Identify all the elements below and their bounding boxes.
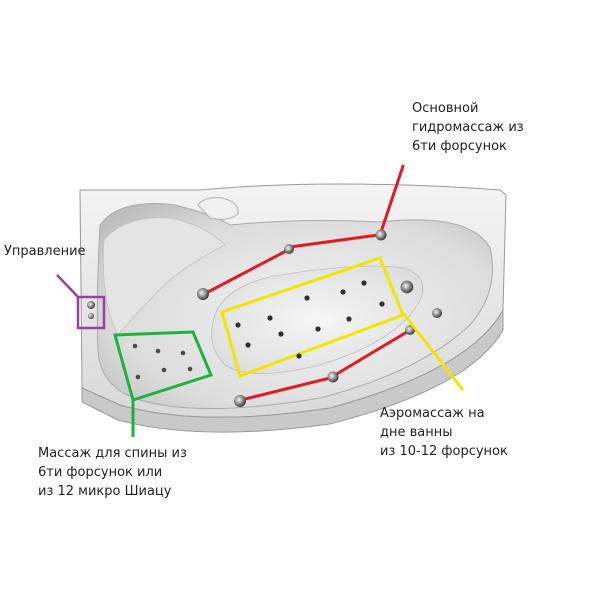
control-knob-icon (88, 313, 94, 319)
jet-icon (432, 308, 442, 318)
backrest (102, 217, 226, 336)
aeromassage-pointer (401, 312, 465, 391)
jet-icon (284, 244, 294, 254)
main-hydromassage-label-line: Основной (412, 101, 479, 116)
jet-icon (327, 371, 339, 383)
bathtub-apron (81, 309, 504, 433)
main-hydromassage-label: Основной гидромассаж из 6ти форсунок (412, 99, 524, 156)
aeromassage-label-line: из 10-12 форсунок (380, 444, 508, 459)
main-hydromassage-label-line: 6ти форсунок (412, 139, 507, 154)
control-panel-outline (76, 295, 106, 330)
jet-icon (375, 229, 387, 241)
hydromassage-zone (206, 164, 414, 401)
jet-icon (197, 288, 209, 300)
hydromassage-jets (197, 229, 442, 407)
basin-floor (211, 265, 424, 374)
control-knob-icon (87, 301, 95, 309)
back-massage-label: Массаж для спины из 6ти форсунок или из … (38, 444, 187, 501)
headrest (197, 197, 239, 220)
back-massage-jets (132, 343, 193, 380)
aeromassage-label-line: Аэромассаж на (380, 406, 485, 421)
aeromassage-label: Аэромассаж на дне ванны из 10-12 форсуно… (380, 404, 508, 461)
back-massage-zone (113, 330, 214, 402)
jet-icon (234, 395, 246, 407)
aeromassage-label-line: дне ванны (380, 425, 453, 440)
back-massage-label-line: Массаж для спины из (38, 446, 187, 461)
main-hydromassage-label-line: гидромассаж из (412, 120, 524, 135)
control-label-line: Управление (4, 244, 86, 259)
back-massage-label-line: из 12 микро Шиацу (38, 484, 172, 499)
control-label: Управление (4, 242, 86, 261)
control-pointer (56, 274, 80, 299)
drain-icon (400, 280, 414, 294)
back-massage-label-line: 6ти форсунок или (38, 465, 163, 480)
aeromassage-jets (235, 280, 385, 359)
